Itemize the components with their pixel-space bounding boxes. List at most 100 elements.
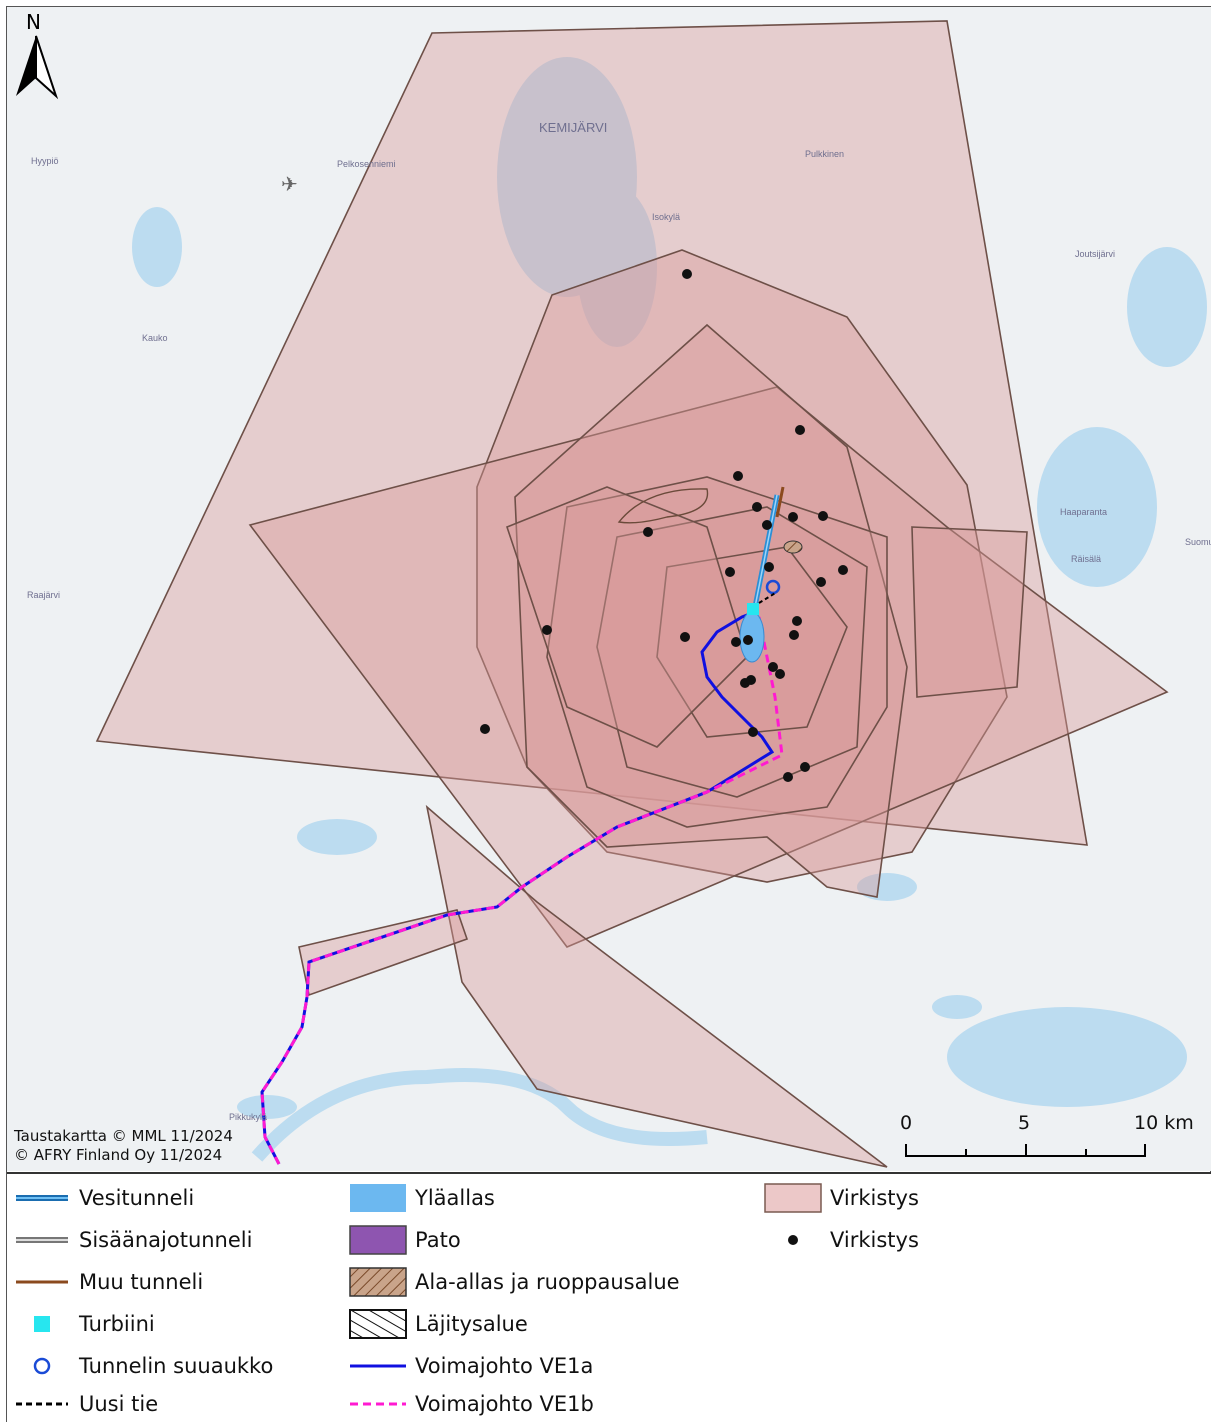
legend-item-voimajohto-ve1a: Voimajohto VE1a xyxy=(347,1346,593,1386)
legend-item-virkistys-area: Virkistys xyxy=(762,1178,919,1218)
virkistys-point[interactable] xyxy=(762,520,772,530)
virkistys-point[interactable] xyxy=(542,625,552,635)
virkistys-area[interactable] xyxy=(95,20,1088,846)
virkistys-point[interactable] xyxy=(783,772,793,782)
place-label: Pulkkinen xyxy=(805,149,844,159)
turbiini-icon xyxy=(34,1316,50,1332)
virkistys-point[interactable] xyxy=(789,630,799,640)
legend-item-voimajohto-ve1b: Voimajohto VE1b xyxy=(347,1384,594,1424)
virkistys-point[interactable] xyxy=(768,662,778,672)
voimajohto-ve1a-icon xyxy=(350,1364,406,1368)
virkistys-point-icon xyxy=(788,1235,798,1245)
scale-bar-graphic xyxy=(905,1144,1146,1157)
scale-label: 0 xyxy=(900,1112,913,1134)
legend-label: Pato xyxy=(415,1228,461,1252)
legend-item-uusi-tie: Uusi tie xyxy=(11,1384,158,1424)
legend-label: Yläallas xyxy=(415,1186,495,1210)
legend-label: Muu tunneli xyxy=(79,1270,204,1294)
virkistys-point[interactable] xyxy=(800,762,810,772)
legend-item-turbiini: Turbiini xyxy=(11,1304,155,1344)
airport-icon: ✈ xyxy=(281,172,298,196)
virkistys-point[interactable] xyxy=(731,637,741,647)
virkistys-point[interactable] xyxy=(752,502,762,512)
place-label: Hyypiö xyxy=(31,156,59,166)
virkistys-point[interactable] xyxy=(792,616,802,626)
place-label: Räisälä xyxy=(1071,554,1101,564)
virkistys-point[interactable] xyxy=(775,669,785,679)
virkistys-point[interactable] xyxy=(725,567,735,577)
legend-item-ylaallas: Yläallas xyxy=(347,1178,495,1218)
virkistys-area[interactable] xyxy=(514,323,908,898)
uusi-tie-line[interactable] xyxy=(758,591,778,604)
legend-label: Virkistys xyxy=(830,1186,919,1210)
legend-label: Uusi tie xyxy=(79,1392,159,1416)
virkistys-area[interactable] xyxy=(546,476,888,828)
voimajohto-ve1b-line[interactable] xyxy=(260,616,784,1165)
virkistys-point[interactable] xyxy=(838,565,848,575)
virkistys-area[interactable] xyxy=(596,506,868,798)
muu-tunneli-icon xyxy=(16,1280,68,1284)
credit-line: Taustakartta © MML 11/2024 xyxy=(14,1127,233,1145)
place-label: Pikkukylä xyxy=(229,1112,267,1122)
uusi-tie-icon xyxy=(16,1402,68,1406)
lajitysalue-icon xyxy=(349,1309,407,1339)
legend-label: Virkistys xyxy=(830,1228,919,1252)
virkistys-point[interactable] xyxy=(788,512,798,522)
virkistys-point[interactable] xyxy=(743,635,753,645)
virkistys-point[interactable] xyxy=(795,425,805,435)
legend-item-vesitunneli: Vesitunneli xyxy=(11,1178,194,1218)
virkistys-point[interactable] xyxy=(733,471,743,481)
place-label: Pelkosenniemi xyxy=(337,159,396,169)
turbiini-marker[interactable] xyxy=(747,603,759,615)
map-canvas[interactable]: KEMIJÄRVI Joutsijärvi Haaparanta Räisälä… xyxy=(7,7,1211,1171)
virkistys-points[interactable] xyxy=(480,269,848,782)
virkistys-point[interactable] xyxy=(764,562,774,572)
place-label: Kauko xyxy=(142,333,168,343)
scale-label: 10 km xyxy=(1134,1112,1194,1134)
virkistys-point[interactable] xyxy=(818,511,828,521)
sisaanajotunneli-icon xyxy=(16,1237,68,1243)
vesitunneli-icon xyxy=(16,1195,68,1201)
virkistys-point[interactable] xyxy=(816,577,826,587)
virkistys-area[interactable] xyxy=(911,526,1028,698)
legend-label: Läjitysalue xyxy=(415,1312,528,1336)
virkistys-point[interactable] xyxy=(643,527,653,537)
virkistys-point[interactable] xyxy=(748,727,758,737)
virkistys-point[interactable] xyxy=(680,632,690,642)
legend-label: Sisäänajotunneli xyxy=(79,1228,253,1252)
legend-label: Tunnelin suuaukko xyxy=(79,1354,274,1378)
virkistys-area[interactable] xyxy=(248,386,1169,948)
power-lines[interactable] xyxy=(260,610,784,1165)
virkistys-area[interactable] xyxy=(298,909,469,997)
legend-item-sisaanajotunneli: Sisäänajotunneli xyxy=(11,1220,252,1260)
lake-outline xyxy=(617,488,709,524)
map-credits: Taustakartta © MML 11/2024 © AFRY Finlan… xyxy=(14,1127,233,1165)
legend-label: Vesitunneli xyxy=(79,1186,195,1210)
virkistys-point[interactable] xyxy=(480,724,490,734)
pato-icon xyxy=(349,1225,407,1255)
virkistys-areas[interactable] xyxy=(95,20,1169,1168)
place-label: Joutsijärvi xyxy=(1075,249,1115,259)
tunnelin-suuaukko-marker[interactable] xyxy=(765,579,781,595)
north-arrow: N xyxy=(12,10,60,100)
voimajohto-ve1b-icon xyxy=(350,1402,406,1406)
scale-label: 5 xyxy=(1018,1112,1031,1134)
virkistys-area[interactable] xyxy=(476,249,1008,883)
virkistys-area-icon xyxy=(764,1183,822,1213)
virkistys-point[interactable] xyxy=(746,675,756,685)
legend-item-tunnelin-suuaukko: Tunnelin suuaukko xyxy=(11,1346,273,1386)
virkistys-area[interactable] xyxy=(425,804,888,1168)
ylaallas-icon xyxy=(350,1184,406,1212)
tunnelin-suuaukko-icon xyxy=(33,1357,51,1375)
virkistys-point[interactable] xyxy=(682,269,692,279)
legend-label: Turbiini xyxy=(79,1312,155,1336)
ala-allas-area[interactable] xyxy=(783,540,803,554)
legend-item-ala-allas: Ala-allas ja ruoppausalue xyxy=(347,1262,680,1302)
water-bodies xyxy=(132,57,1207,1162)
legend-item-lajitysalue: Läjitysalue xyxy=(347,1304,528,1344)
legend-label: Voimajohto VE1a xyxy=(415,1354,594,1378)
north-arrow-icon xyxy=(16,35,59,100)
place-label: KEMIJÄRVI xyxy=(539,120,607,135)
vesitunneli-inner-line xyxy=(754,494,778,608)
credit-line: © AFRY Finland Oy 11/2024 xyxy=(14,1146,223,1164)
